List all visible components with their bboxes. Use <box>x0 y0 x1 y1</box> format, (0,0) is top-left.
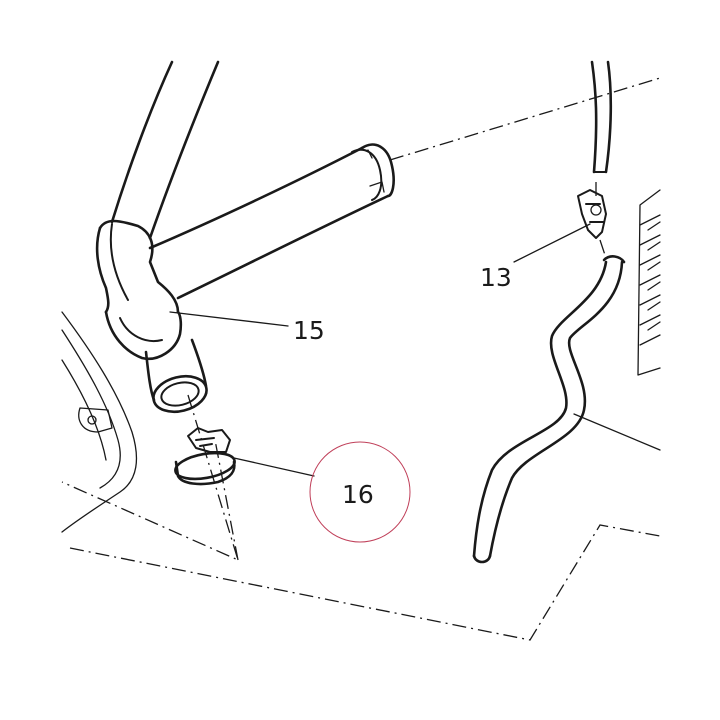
leader-15 <box>169 311 289 327</box>
mount-tab <box>78 407 113 433</box>
upper-hose <box>110 60 220 240</box>
background-panel-right <box>637 189 661 376</box>
elbow-fitting <box>95 219 183 361</box>
inline-fitting <box>577 60 613 239</box>
callout-15: 15 <box>293 316 325 345</box>
curved-hose <box>472 255 626 564</box>
highlight-circle <box>309 441 411 543</box>
hose-clamp <box>174 427 236 486</box>
outlet-stub <box>144 338 208 414</box>
leader-right <box>573 413 661 451</box>
branch-pipe <box>148 143 395 300</box>
callout-16: 16 <box>342 480 374 509</box>
leader-13 <box>513 223 591 263</box>
background-housing-left <box>61 311 138 533</box>
callout-13: 13 <box>480 263 512 292</box>
leader-16 <box>233 457 315 477</box>
leader-lines <box>169 223 661 477</box>
mount-hole <box>87 415 97 425</box>
